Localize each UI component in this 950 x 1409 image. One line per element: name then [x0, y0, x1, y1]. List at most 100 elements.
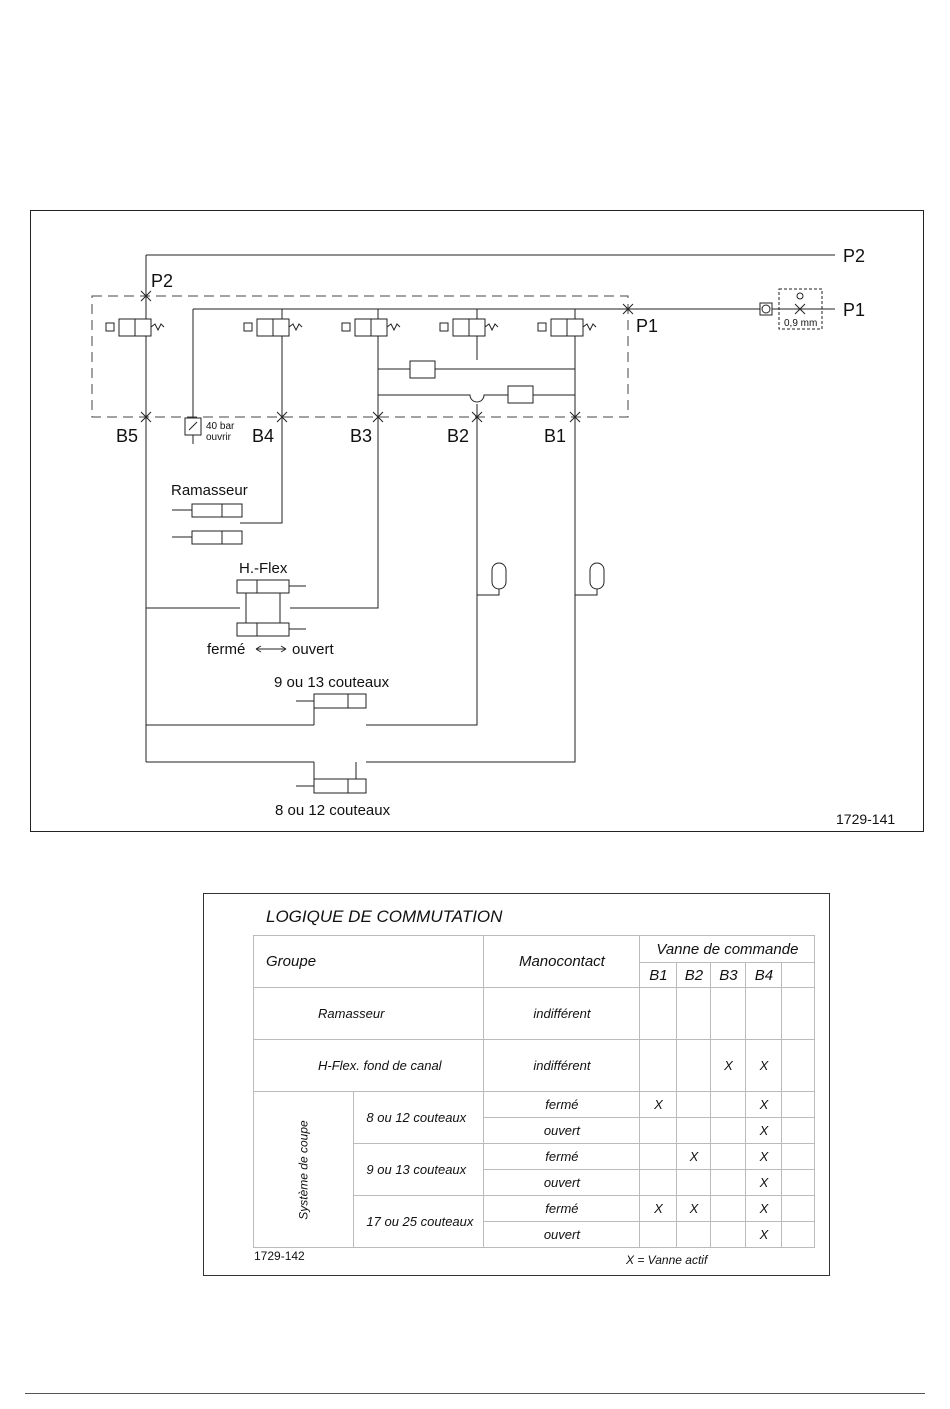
cell-empty — [781, 1039, 816, 1092]
cell-b4: X — [745, 1117, 783, 1144]
check-valve-upper — [409, 360, 436, 379]
hydraulic-schematic: P2 P1 P2 P1 B5 B4 B3 B2 B1 40 bar ouvrir… — [30, 210, 924, 832]
header-manocontact: Manocontact — [483, 935, 641, 988]
cell-b2 — [676, 1117, 712, 1144]
cell-b2 — [676, 1039, 712, 1092]
footer-rule — [25, 1393, 925, 1394]
valve-b3-symbol — [341, 318, 401, 337]
valve-b2-symbol — [439, 318, 499, 337]
cylinder-13-couteaux — [296, 693, 367, 725]
systeme-label: Système de coupe — [252, 1091, 355, 1248]
state-mano: fermé — [483, 1091, 641, 1118]
accumulator-b2 — [477, 562, 507, 596]
diagram-frame — [30, 210, 924, 832]
hflex-cylinders — [236, 579, 306, 637]
cell-b1 — [639, 987, 678, 1040]
table-row: Ramasseur indifférent — [252, 987, 816, 1040]
table-row: Système de coupe 8 ou 12 couteaux fermé … — [252, 1091, 816, 1248]
cell-empty — [781, 987, 816, 1040]
switching-logic-table: Groupe Manocontact Vanne de commande B1 … — [252, 935, 816, 1248]
check-valve-lower — [507, 385, 534, 404]
ferme-label: fermé — [207, 641, 245, 658]
cell-empty — [781, 1143, 816, 1170]
double-arrow — [255, 645, 287, 653]
logic-title: LOGIQUE DE COMMUTATION — [266, 907, 503, 926]
valve-label-b2: B2 — [447, 426, 469, 446]
header-vanne: Vanne de commande — [639, 935, 816, 963]
cell-b4: X — [745, 1195, 783, 1222]
valve-b5-symbol — [105, 318, 165, 337]
header-b3: B3 — [710, 962, 747, 988]
cell-b1: X — [639, 1195, 678, 1222]
cell-b4: X — [745, 1143, 783, 1170]
state-mano: ouvert — [483, 1117, 641, 1144]
cell-b1 — [639, 1221, 678, 1248]
couteaux-12-label: 8 ou 12 couteaux — [275, 802, 391, 819]
cell-b2 — [676, 1169, 712, 1196]
header-b2: B2 — [676, 962, 712, 988]
cell-b3 — [710, 1091, 747, 1118]
cell-b3 — [710, 1195, 747, 1222]
accumulator-b1 — [575, 562, 605, 596]
cell-b3 — [710, 1221, 747, 1248]
table-row: ouvert X — [254, 1221, 816, 1248]
systeme-label-text: Système de coupe — [296, 1119, 311, 1220]
cell-b4: X — [745, 1169, 783, 1196]
cell-b3: X — [710, 1039, 747, 1092]
valve-label-b5: B5 — [116, 426, 138, 446]
ramasseur-cylinders — [172, 503, 243, 545]
group-name: 8 ou 12 couteaux — [353, 1091, 485, 1144]
ramasseur-label: Ramasseur — [171, 482, 248, 499]
cell-b3 — [710, 1169, 747, 1196]
cell-b2: X — [676, 1195, 712, 1222]
port-p1-label: P1 — [843, 300, 865, 320]
state-mano: fermé — [483, 1195, 641, 1222]
row-groupe: Ramasseur — [252, 987, 485, 1040]
cell-b4: X — [745, 1039, 783, 1092]
state-mano: ouvert — [483, 1221, 641, 1248]
valve-block-outline — [91, 295, 629, 418]
table-row: H-Flex. fond de canal indifférent X X — [252, 1039, 816, 1092]
group-name: 9 ou 13 couteaux — [353, 1143, 485, 1196]
valve-b1-symbol — [537, 318, 597, 337]
cell-b2 — [676, 987, 712, 1040]
cell-b2: X — [676, 1143, 712, 1170]
hflex-label: H.-Flex — [239, 560, 288, 577]
cell-empty — [781, 1117, 816, 1144]
state-mano: ouvert — [483, 1169, 641, 1196]
row-mano: indifférent — [483, 1039, 641, 1092]
cell-b2 — [676, 1091, 712, 1118]
cell-b1 — [639, 1117, 678, 1144]
cell-empty — [781, 1195, 816, 1222]
cell-b1 — [639, 1143, 678, 1170]
group-name: 17 ou 25 couteaux — [353, 1195, 485, 1248]
cell-b3 — [710, 1143, 747, 1170]
cell-empty — [781, 1169, 816, 1196]
diagram-reference: 1729-141 — [836, 811, 895, 827]
table-row: 9 ou 13 couteaux fermé X X — [254, 1143, 816, 1196]
pressure-switch-label-2: ouvrir — [206, 432, 232, 443]
valve-label-b4: B4 — [252, 426, 274, 446]
inner-p2-label: P2 — [151, 271, 173, 291]
cell-b1 — [639, 1169, 678, 1196]
couteaux-13-label: 9 ou 13 couteaux — [274, 674, 390, 691]
header-b1: B1 — [639, 962, 678, 988]
inner-p1-label: P1 — [636, 316, 658, 336]
cell-b1 — [639, 1039, 678, 1092]
table-legend: X = Vanne actif — [626, 1253, 708, 1267]
switching-logic-panel: LOGIQUE DE COMMUTATION Groupe Manocontac… — [203, 893, 830, 1276]
cell-b3 — [710, 1117, 747, 1144]
cylinder-12-couteaux — [296, 762, 367, 794]
table-reference: 1729-142 — [254, 1249, 305, 1263]
header-b4: B4 — [745, 962, 783, 988]
port-p2-label: P2 — [843, 246, 865, 266]
valve-label-b3: B3 — [350, 426, 372, 446]
table-row: 17 ou 25 couteaux fermé X X X — [254, 1195, 816, 1248]
cell-empty — [781, 1091, 816, 1118]
row-groupe: H-Flex. fond de canal — [252, 1039, 485, 1092]
cell-empty — [781, 1221, 816, 1248]
cell-b1: X — [639, 1091, 678, 1118]
table-row: ouvert X — [254, 1117, 816, 1144]
throttle-label: 0,9 mm — [784, 318, 817, 329]
ouvert-label: ouvert — [292, 641, 335, 658]
